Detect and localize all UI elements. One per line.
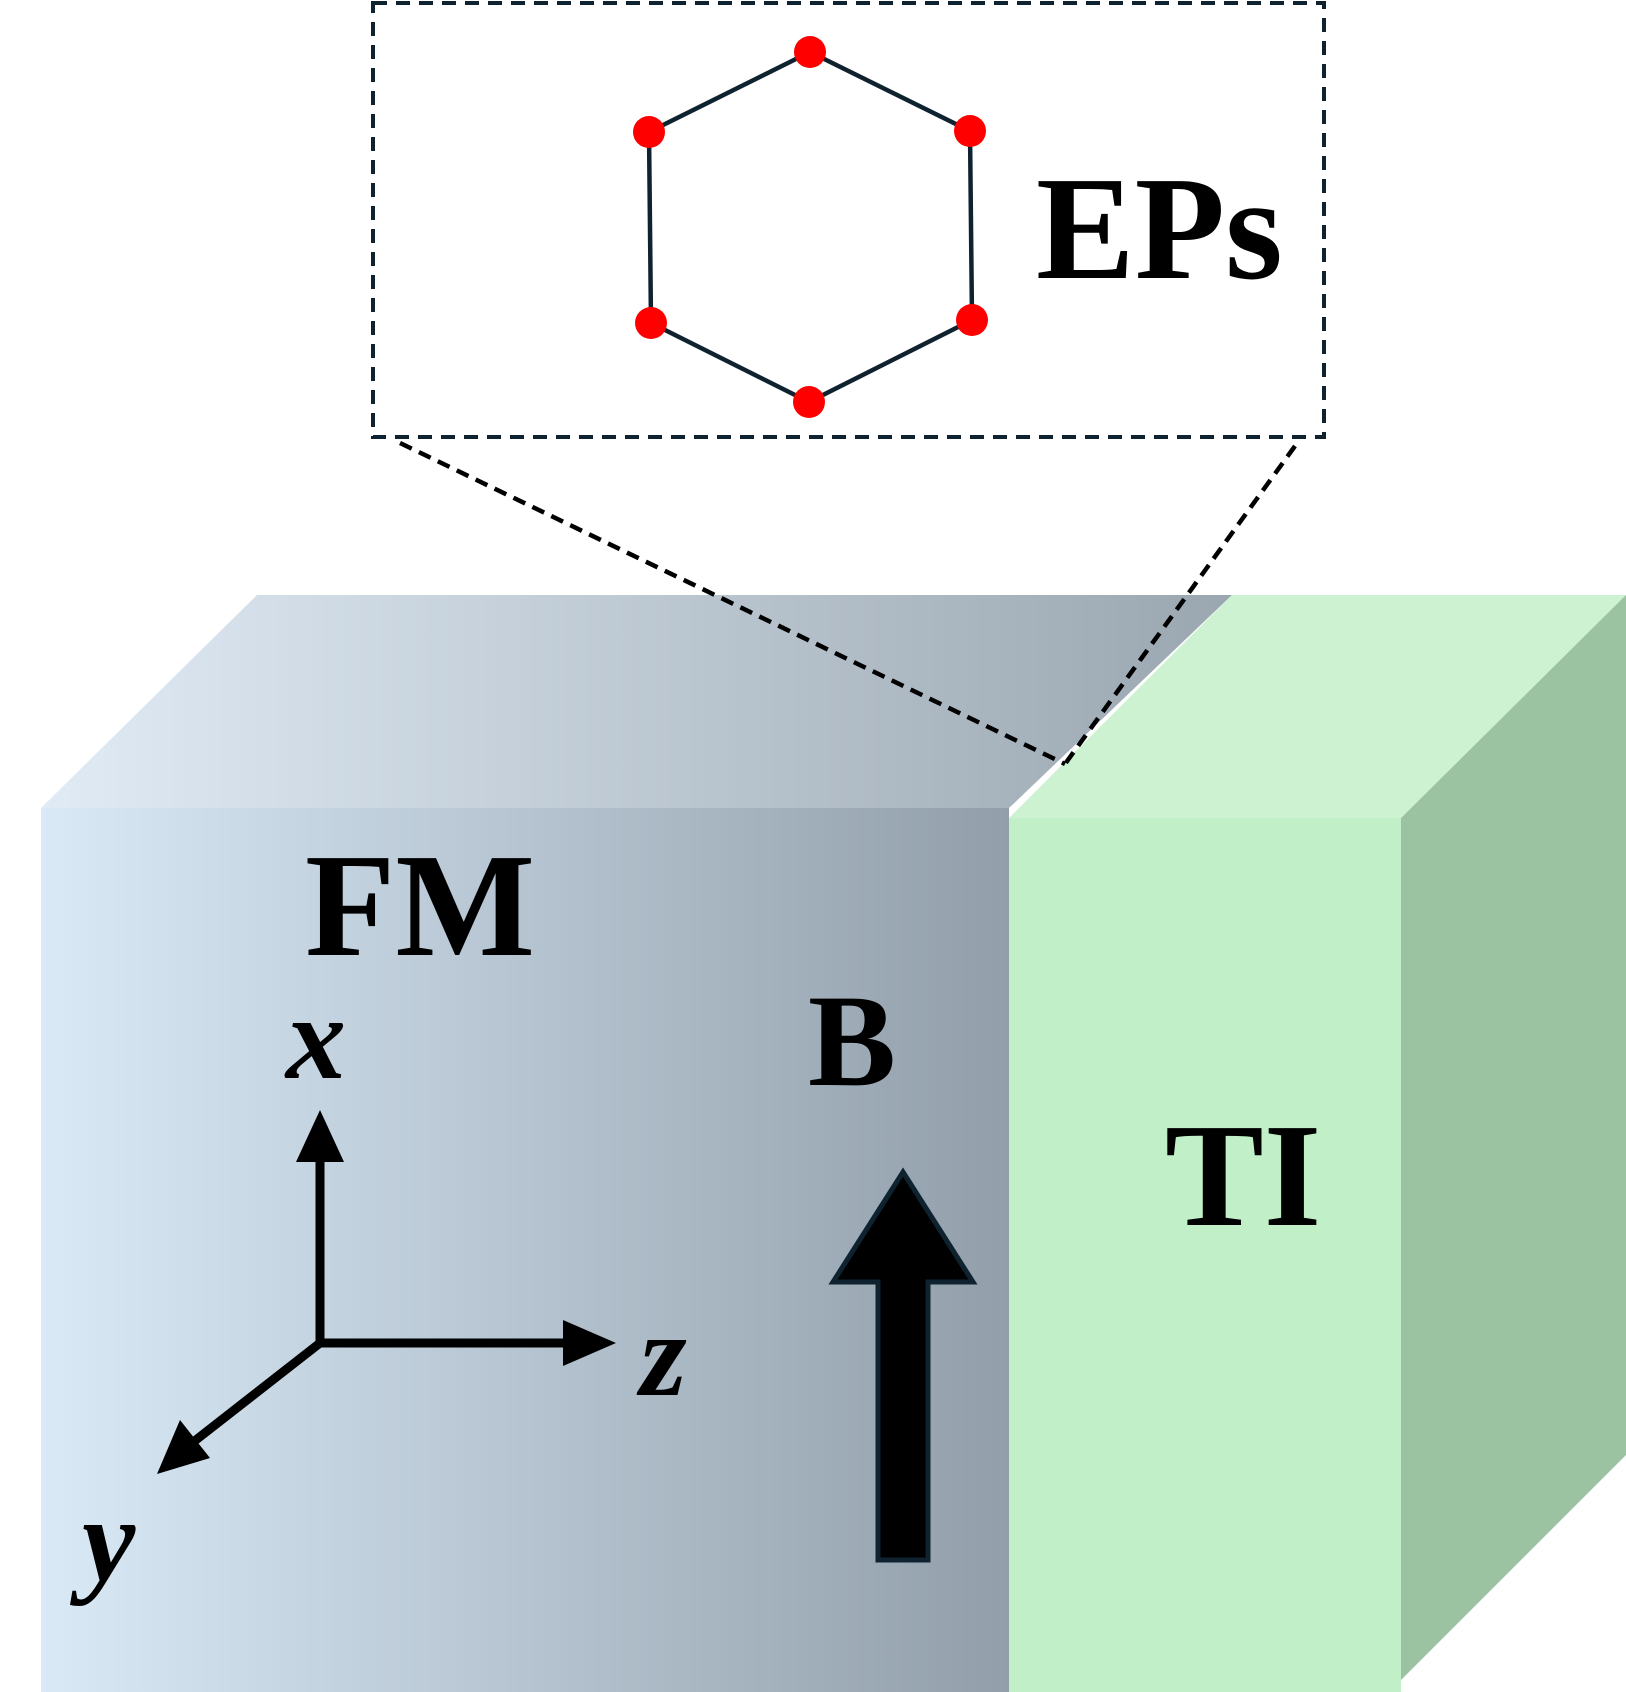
fm-label: FM	[305, 824, 535, 988]
y-axis-arrowhead	[157, 1420, 210, 1474]
zoom-line-right	[1063, 444, 1297, 766]
magnetic-field-arrow	[828, 1167, 978, 1563]
fm-top-face	[41, 595, 1232, 808]
eps-label: EPs	[1036, 147, 1283, 311]
coordinate-axes: x z y	[69, 971, 687, 1606]
exceptional-point	[956, 304, 988, 336]
exceptional-point	[794, 36, 826, 68]
inset-dashed-frame	[371, 1, 1326, 439]
exceptional-point-dots	[633, 36, 988, 418]
exceptional-point	[633, 116, 665, 148]
x-axis-label: x	[284, 971, 346, 1104]
y-axis-line	[189, 1339, 323, 1447]
exceptional-point	[635, 307, 667, 339]
field-label: B	[808, 967, 896, 1114]
x-axis-arrowhead	[296, 1110, 344, 1162]
ti-front-face	[1009, 818, 1401, 1692]
ep-inset: EPs	[371, 1, 1326, 767]
zoom-line-left	[399, 440, 1066, 767]
fm-front-face	[41, 808, 1009, 1692]
exceptional-point	[793, 386, 825, 418]
exceptional-point	[954, 115, 986, 147]
ferromagnet-block	[41, 595, 1232, 1692]
ti-side-face	[1401, 595, 1626, 1680]
z-axis-arrowhead	[563, 1320, 616, 1366]
ti-top-face	[1009, 595, 1626, 818]
z-axis-label: z	[636, 1288, 687, 1421]
ti-label: TI	[1165, 1094, 1321, 1258]
topological-insulator-block	[1009, 595, 1626, 1692]
